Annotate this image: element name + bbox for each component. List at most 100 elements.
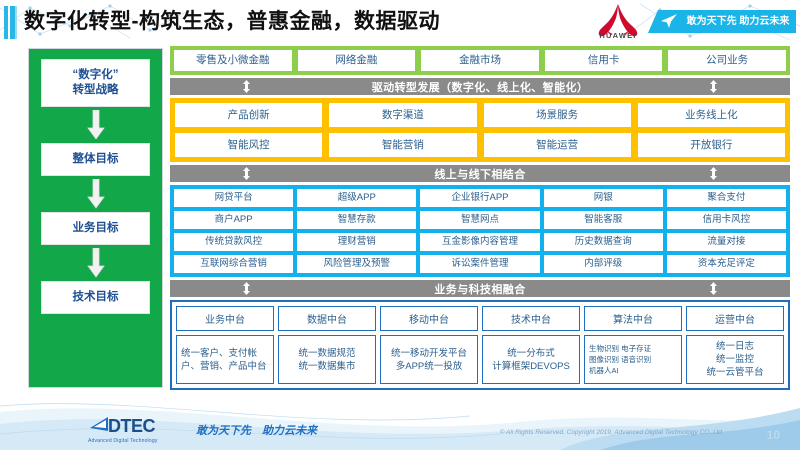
arrow-down-3 bbox=[41, 245, 150, 281]
platform-body-line: 统一数据规范 bbox=[298, 347, 356, 359]
sidebar-item-technology-goal[interactable]: 技术目标 bbox=[41, 281, 150, 314]
platform-header-cell[interactable]: 移动中台 bbox=[380, 306, 478, 331]
applications-row-2: 商户APP 智慧存款 智慧网点 智能客服 信用卡风控 bbox=[174, 211, 787, 229]
arrow-updown-icon bbox=[710, 167, 717, 180]
transformation-cell[interactable]: 智能营销 bbox=[329, 133, 477, 157]
transformation-row-1: 产品创新 数字渠道 场景服务 业务线上化 bbox=[175, 103, 785, 127]
strategy-sidebar: “数字化” 转型战略 整体目标 业务目标 技术目标 bbox=[28, 48, 163, 388]
platform-body-row: 统一客户、支付帐户、营销、产品中台 统一数据规范 统一数据集市 统一移动开发平台… bbox=[176, 335, 784, 384]
transformation-cell[interactable]: 智能运营 bbox=[483, 133, 631, 157]
transformation-cell[interactable]: 业务线上化 bbox=[637, 103, 785, 127]
platform-body-line: 生物识别 电子存证 bbox=[589, 344, 652, 353]
application-cell[interactable]: 历史数据查询 bbox=[543, 233, 663, 251]
platform-body-line: 计算框架DEVOPS bbox=[492, 360, 570, 372]
application-cell[interactable]: 诉讼案件管理 bbox=[420, 255, 540, 273]
main-diagram: 零售及小微金融 网络金融 金融市场 信用卡 公司业务 驱动转型发展（数字化、线上… bbox=[170, 46, 790, 390]
sidebar-item-strategy[interactable]: “数字化” 转型战略 bbox=[41, 59, 150, 107]
arrow-updown-icon bbox=[243, 80, 250, 93]
platform-body-cell-operations: 统一日志 统一监控 统一云管平台 bbox=[686, 335, 784, 384]
application-cell[interactable]: 风险管理及预警 bbox=[297, 255, 417, 273]
page-number: 10 bbox=[766, 428, 780, 442]
copyright-text: © All Rights Reserved. Copyright 2019, A… bbox=[499, 429, 722, 436]
dtec-logo-subtitle: Advanced Digital Technology bbox=[88, 438, 158, 444]
application-cell[interactable]: 企业银行APP bbox=[420, 189, 540, 207]
transformation-band: 产品创新 数字渠道 场景服务 业务线上化 智能风控 智能营销 智能运营 开放银行 bbox=[170, 98, 790, 162]
transformation-cell[interactable]: 数字渠道 bbox=[329, 103, 477, 127]
platform-body-line: 统一移动开发平台 bbox=[390, 347, 467, 359]
transformation-cell[interactable]: 场景服务 bbox=[483, 103, 631, 127]
svg-text:DTEC: DTEC bbox=[108, 416, 156, 436]
huawei-logo-icon bbox=[598, 4, 638, 37]
divider-drive-transformation: 驱动转型发展（数字化、线上化、智能化） bbox=[170, 78, 790, 95]
divider-label: 业务与科技相融合 bbox=[434, 283, 526, 296]
application-cell[interactable]: 信用卡风控 bbox=[666, 211, 787, 229]
slide-header: 数字化转型-构筑生态，普惠金融，数据驱动 HUAWEI 敢为天下先 助力云未来 bbox=[0, 0, 800, 44]
platform-header-cell[interactable]: 算法中台 bbox=[584, 306, 682, 331]
applications-row-4: 互联网综合营销 风险管理及预警 诉讼案件管理 内部评级 资本充足评定 bbox=[174, 255, 787, 273]
application-cell[interactable]: 互联网综合营销 bbox=[174, 255, 294, 273]
platform-header-cell[interactable]: 数据中台 bbox=[278, 306, 376, 331]
platform-body-cell-mobile: 统一移动开发平台 多APP统一投放 bbox=[380, 335, 478, 384]
transformation-cell[interactable]: 智能风控 bbox=[175, 133, 323, 157]
application-cell[interactable]: 流量对接 bbox=[666, 233, 787, 251]
arrow-down-icon bbox=[86, 179, 105, 209]
platform-header-cell[interactable]: 业务中台 bbox=[176, 306, 274, 331]
sidebar-item-business-goal[interactable]: 业务目标 bbox=[41, 212, 150, 245]
application-cell[interactable]: 智慧存款 bbox=[297, 211, 417, 229]
application-cell[interactable]: 理财营销 bbox=[297, 233, 417, 251]
platform-body-cell-technology: 统一分布式 计算框架DEVOPS bbox=[482, 335, 580, 384]
transformation-cell[interactable]: 开放银行 bbox=[637, 133, 785, 157]
arrow-down-1 bbox=[41, 107, 150, 143]
application-cell[interactable]: 智能客服 bbox=[543, 211, 663, 229]
sidebar-item-overall-goal[interactable]: 整体目标 bbox=[41, 143, 150, 176]
platform-body-line: 统一云管平台 bbox=[706, 367, 764, 378]
paper-plane-icon bbox=[661, 14, 677, 28]
footer-slogan: 敢为天下先 助力云未来 bbox=[196, 425, 317, 437]
application-cell[interactable]: 超级APP bbox=[297, 189, 417, 207]
platform-body-line: 图像识别 语音识别 bbox=[589, 355, 652, 364]
platform-body-line: 多APP统一投放 bbox=[395, 360, 463, 372]
application-cell[interactable]: 聚合支付 bbox=[666, 189, 787, 207]
application-cell[interactable]: 资本充足评定 bbox=[666, 255, 787, 273]
divider-online-offline: 线上与线下相结合 bbox=[170, 165, 790, 182]
page-title: 数字化转型-构筑生态，普惠金融，数据驱动 bbox=[24, 10, 440, 33]
application-cell[interactable]: 网贷平台 bbox=[174, 189, 294, 207]
arrow-updown-icon bbox=[710, 282, 717, 295]
platform-header-cell[interactable]: 技术中台 bbox=[482, 306, 580, 331]
platform-body-cell-data: 统一数据规范 统一数据集市 bbox=[278, 335, 376, 384]
platform-body-line: 统一监控 bbox=[715, 354, 754, 365]
business-line-cell[interactable]: 公司业务 bbox=[668, 50, 786, 71]
business-line-cell[interactable]: 金融市场 bbox=[421, 50, 539, 71]
platform-body-line: 统一分布式 bbox=[507, 347, 555, 359]
arrow-down-2 bbox=[41, 176, 150, 212]
platform-band: 业务中台 数据中台 移动中台 技术中台 算法中台 运营中台 统一客户、支付帐户、… bbox=[170, 300, 790, 390]
platform-body-line: 统一数据集市 bbox=[298, 360, 356, 372]
application-cell[interactable]: 网银 bbox=[543, 189, 663, 207]
banner-slogan: 敢为天下先 助力云未来 bbox=[686, 16, 790, 27]
sidebar-item-strategy-line2: 转型战略 bbox=[72, 84, 119, 96]
business-line-cell[interactable]: 信用卡 bbox=[544, 50, 663, 71]
application-cell[interactable]: 互金影像内容管理 bbox=[420, 233, 540, 251]
applications-row-1: 网贷平台 超级APP 企业银行APP 网银 聚合支付 bbox=[174, 189, 787, 207]
application-cell[interactable]: 内部评级 bbox=[543, 255, 663, 273]
transformation-cell[interactable]: 产品创新 bbox=[175, 103, 323, 127]
platform-body-line: 机器人AI bbox=[589, 366, 619, 375]
application-cell[interactable]: 智慧网点 bbox=[420, 211, 540, 229]
arrow-down-icon bbox=[86, 248, 105, 278]
platform-body-line: 统一日志 bbox=[715, 341, 754, 352]
business-line-cell[interactable]: 零售及小微金融 bbox=[174, 50, 292, 71]
huawei-wordmark: HUAWEI bbox=[599, 31, 637, 40]
slide-footer: DTEC Advanced Digital Technology 敢为天下先 助… bbox=[0, 394, 800, 450]
divider-label: 线上与线下相结合 bbox=[434, 168, 526, 181]
platform-body-cell-algorithm: 生物识别 电子存证 图像识别 语音识别 机器人AI bbox=[584, 335, 682, 384]
application-cell[interactable]: 商户APP bbox=[174, 211, 294, 229]
transformation-row-2: 智能风控 智能营销 智能运营 开放银行 bbox=[175, 133, 785, 157]
business-line-cell[interactable]: 网络金融 bbox=[297, 50, 416, 71]
applications-band: 网贷平台 超级APP 企业银行APP 网银 聚合支付 商户APP 智慧存款 智慧… bbox=[170, 185, 790, 277]
application-cell[interactable]: 传统贷款风控 bbox=[174, 233, 294, 251]
arrow-updown-icon bbox=[243, 282, 250, 295]
platform-header-cell[interactable]: 运营中台 bbox=[686, 306, 784, 331]
platform-header-row: 业务中台 数据中台 移动中台 技术中台 算法中台 运营中台 bbox=[176, 306, 784, 331]
divider-label: 驱动转型发展（数字化、线上化、智能化） bbox=[371, 81, 589, 94]
